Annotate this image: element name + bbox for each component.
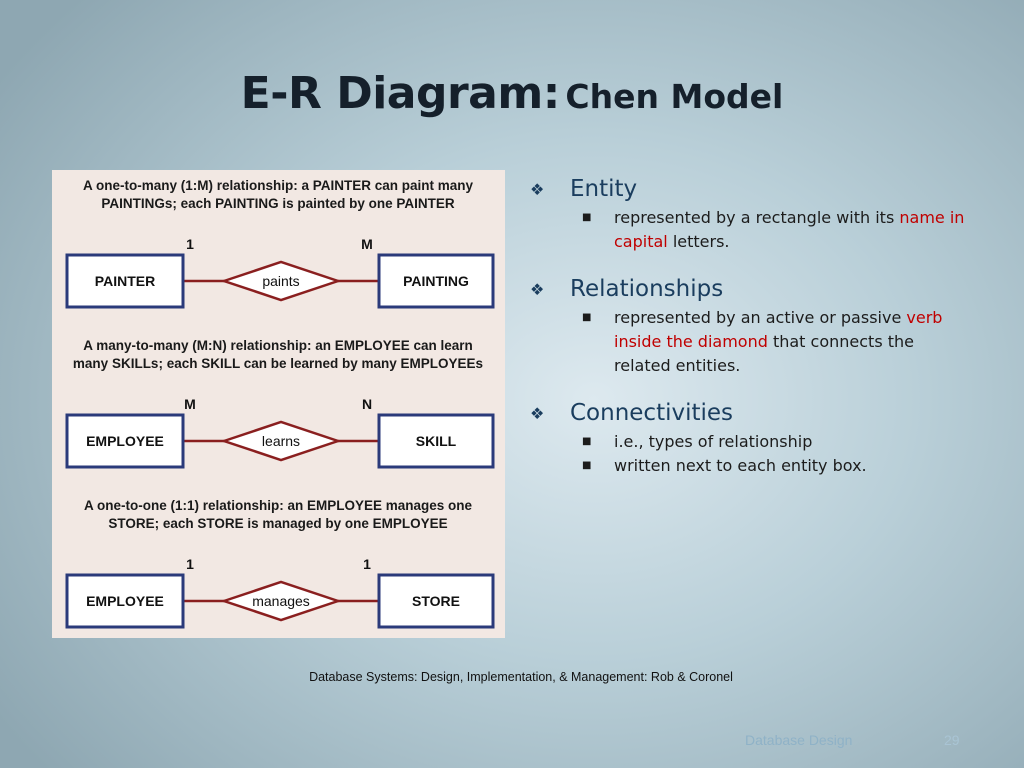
bullet-heading-text: Relationships [570, 276, 724, 302]
bullet-heading: ❖ Connectivities [530, 396, 970, 430]
square-bullet-icon: ■ [582, 212, 592, 223]
highlight-text: name in capital [614, 208, 965, 251]
cardinality-label: 1 [186, 236, 194, 252]
diamond-bullet-icon: ❖ [530, 279, 545, 299]
plain-text: represented by an active or passive [614, 308, 907, 327]
bullet-group: ❖ Entity ■ represented by a rectangle with … [530, 172, 970, 254]
er-diagram-svg: A one-to-many (1:M) relationship: a PAIN… [65, 178, 495, 629]
source-citation: Database Systems: Design, Implementation… [309, 670, 733, 684]
entity-box [65, 253, 185, 309]
sub-bullet: ■ i.e., types of relationship [582, 430, 970, 454]
bullet-heading: ❖ Relationships [530, 272, 970, 306]
cardinality-label: M [184, 396, 196, 412]
plain-text: letters. [667, 232, 730, 251]
sub-bullet: ■ represented by an active or passive ver… [582, 306, 970, 378]
cardinality-label: M [361, 236, 373, 252]
bullet-group: ❖ Relationships ■ represented by an active … [530, 272, 970, 378]
relationship-diamond [220, 420, 342, 462]
entity-label: EMPLOYEE [86, 433, 164, 449]
slide-title: E-R Diagram: Chen Model [0, 68, 1024, 119]
plain-text: represented by a rectangle with its [614, 208, 900, 227]
relationship-label: manages [252, 593, 310, 609]
caption-line: many SKILLs; each SKILL can be learned b… [73, 356, 483, 371]
entity-label: STORE [412, 593, 460, 609]
er-diagram-figure: A one-to-many (1:M) relationship: a PAIN… [52, 170, 505, 638]
entity-box [65, 573, 185, 629]
page-number: 29 [944, 732, 960, 748]
square-bullet-icon: ■ [582, 436, 592, 447]
entity-box [377, 253, 495, 309]
cardinality-label: N [362, 396, 372, 412]
highlight-text: verb inside the diamond [614, 308, 943, 351]
square-bullet-icon: ■ [582, 460, 592, 471]
cardinality-label: 1 [186, 556, 194, 572]
relationship-diamond [220, 580, 342, 622]
plain-text: i.e., types of relationship [614, 432, 813, 451]
bullet-group: ❖ Connectivities ■ i.e., types of relations… [530, 396, 970, 478]
entity-box [65, 413, 185, 469]
bullet-heading: ❖ Entity [530, 172, 970, 206]
footer-label: Database Design [745, 732, 853, 748]
caption-line: A many-to-many (M:N) relationship: an EM… [83, 338, 473, 353]
sub-bullet-text: written next to each entity box. [614, 454, 867, 478]
title-sub: Chen Model [565, 77, 784, 116]
relationship-label: paints [262, 273, 299, 289]
entity-label: PAINTING [403, 273, 469, 289]
sub-bullet-text: represented by a rectangle with its name… [614, 206, 970, 254]
bullet-list: ❖ Entity ■ represented by a rectangle with … [530, 172, 970, 496]
entity-label: SKILL [416, 433, 457, 449]
sub-bullet: ■ written next to each entity box. [582, 454, 970, 478]
sub-bullet-text: i.e., types of relationship [614, 430, 812, 454]
plain-text: that connects the related entities. [614, 332, 914, 375]
sub-bullet: ■ represented by a rectangle with its nam… [582, 206, 970, 254]
relationship-diamond [220, 260, 342, 302]
diamond-bullet-icon: ❖ [530, 179, 545, 199]
caption-line: A one-to-one (1:1) relationship: an EMPL… [84, 498, 473, 513]
entity-box [377, 573, 495, 629]
square-bullet-icon: ■ [582, 312, 592, 323]
bullet-heading-text: Entity [570, 176, 638, 202]
relationship-label: learns [262, 433, 300, 449]
cardinality-label: 1 [363, 556, 371, 572]
entity-label: PAINTER [95, 273, 155, 289]
plain-text: written next to each entity box. [614, 456, 867, 475]
title-main: E-R Diagram: [240, 68, 561, 119]
entity-box [377, 413, 495, 469]
sub-bullet-text: represented by an active or passive verb… [614, 306, 970, 378]
caption-line: A one-to-many (1:M) relationship: a PAIN… [83, 178, 474, 193]
bullet-heading-text: Connectivities [570, 400, 734, 426]
entity-label: EMPLOYEE [86, 593, 164, 609]
diamond-bullet-icon: ❖ [530, 403, 545, 423]
caption-line: PAINTINGs; each PAINTING is painted by o… [101, 196, 455, 211]
caption-line: STORE; each STORE is managed by one EMPL… [108, 516, 447, 531]
